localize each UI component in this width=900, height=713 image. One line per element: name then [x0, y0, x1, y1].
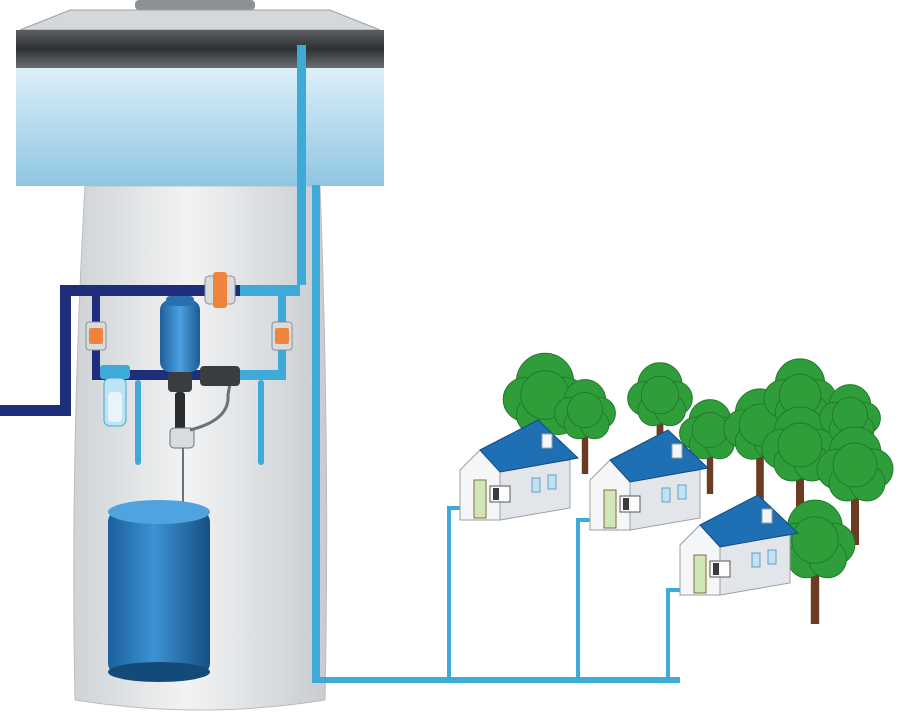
- inlet-riser: [60, 285, 71, 416]
- tank-water: [16, 68, 384, 186]
- house-feed-2: [576, 518, 598, 680]
- ground-pipe: [312, 677, 680, 683]
- trees: [502, 352, 894, 624]
- inlet-pipe: [0, 405, 70, 416]
- tree: [502, 352, 588, 483]
- main-riser-pipe: [297, 45, 306, 285]
- valve-right: [271, 321, 293, 351]
- chemical-barrel: [108, 500, 210, 682]
- top-header-pipe: [60, 285, 300, 296]
- dosing-pump: [160, 296, 240, 449]
- downpipe: [312, 185, 320, 680]
- drain-right: [258, 380, 264, 465]
- house: [459, 419, 580, 521]
- tree: [627, 362, 693, 463]
- house-feed-3: [666, 588, 690, 680]
- houses: [459, 419, 800, 596]
- filter: [100, 365, 130, 427]
- house: [679, 494, 800, 596]
- tower-cap: [135, 0, 255, 10]
- house: [589, 429, 710, 531]
- dosing-installation: [0, 272, 300, 505]
- top-header-light: [240, 285, 300, 296]
- tree: [761, 406, 839, 525]
- tower-roof: [19, 9, 381, 31]
- valve-top: [204, 272, 236, 308]
- tree: [774, 499, 856, 624]
- valve-left: [85, 321, 107, 351]
- tree: [816, 426, 894, 545]
- tree: [554, 379, 616, 474]
- drain-left: [135, 380, 141, 465]
- lower-pipe-light: [240, 370, 286, 380]
- tank-band: [16, 30, 384, 68]
- house-feed-1: [447, 506, 468, 680]
